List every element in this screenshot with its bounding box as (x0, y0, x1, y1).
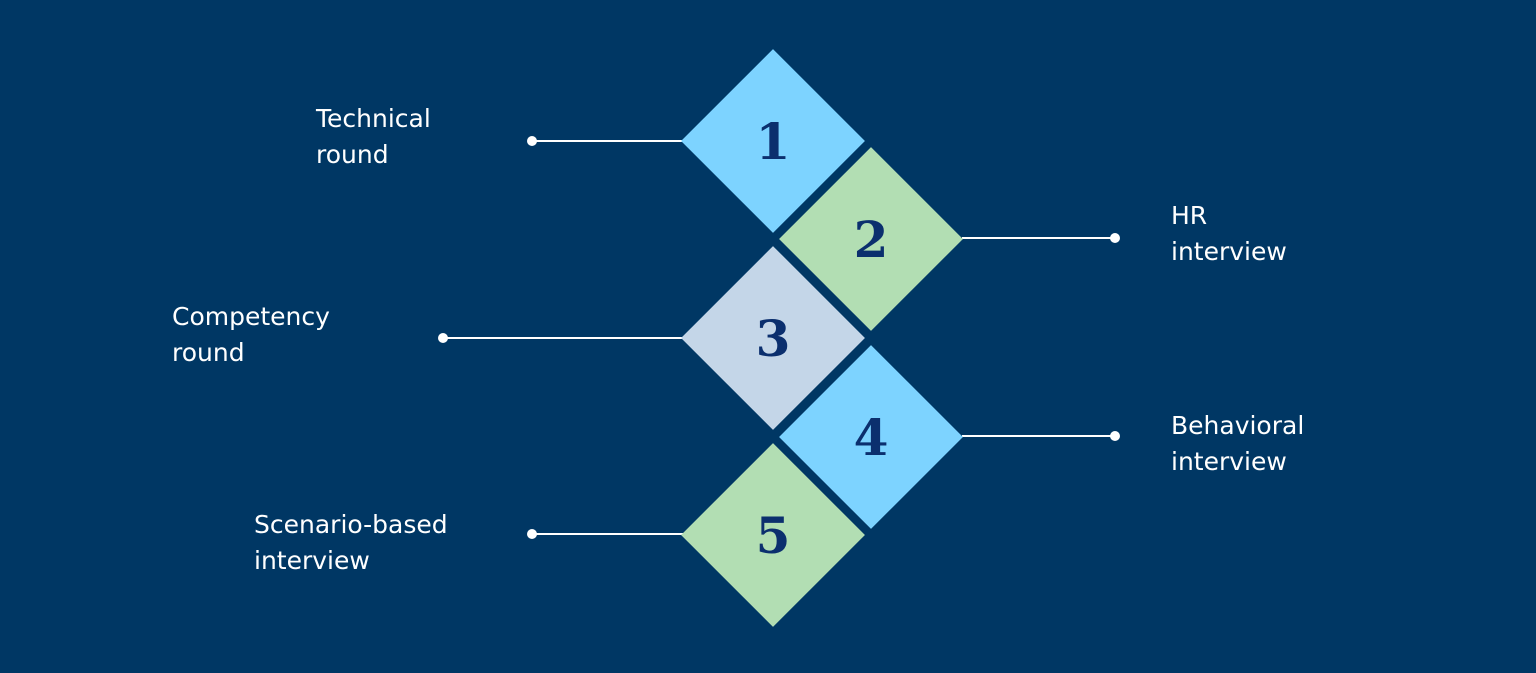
step-diamond-5: 5 (681, 443, 865, 627)
step-label-2-line-2: interview (1171, 237, 1287, 266)
connector-dot-4 (1110, 431, 1120, 441)
step-number-1: 1 (755, 111, 791, 171)
step-diamond-2: 2 (779, 147, 963, 331)
connector-dot-1 (527, 136, 537, 146)
step-label-3-line-2: round (172, 338, 245, 367)
step-label-1: Technical round (316, 101, 431, 173)
step-label-4-line-1: Behavioral (1171, 411, 1305, 440)
connector-line-2 (962, 237, 1115, 239)
step-label-3-line-1: Competency (172, 302, 330, 331)
connector-dot-2 (1110, 233, 1120, 243)
connector-dot-5 (527, 529, 537, 539)
connector-line-4 (962, 435, 1115, 437)
connector-line-1 (532, 140, 684, 142)
connector-line-3 (443, 337, 684, 339)
connector-dot-3 (438, 333, 448, 343)
step-number-5: 5 (755, 505, 791, 565)
step-number-2: 2 (853, 209, 889, 269)
step-label-2-line-1: HR (1171, 201, 1208, 230)
step-diamond-1: 1 (681, 49, 865, 233)
step-label-5-line-2: interview (254, 546, 370, 575)
step-number-3: 3 (755, 308, 791, 368)
step-label-5-line-1: Scenario-based (254, 510, 448, 539)
step-label-1-line-1: Technical (316, 104, 431, 133)
step-label-4: Behavioral interview (1171, 408, 1304, 480)
step-number-4: 4 (853, 407, 889, 467)
connector-line-5 (532, 533, 684, 535)
step-diamond-3: 3 (681, 246, 865, 430)
step-label-2: HR interview (1171, 198, 1287, 270)
step-label-4-line-2: interview (1171, 447, 1287, 476)
step-label-5: Scenario-based interview (254, 507, 448, 579)
step-label-1-line-2: round (316, 140, 389, 169)
step-label-3: Competency round (172, 299, 330, 371)
step-diamond-4: 4 (779, 345, 963, 529)
